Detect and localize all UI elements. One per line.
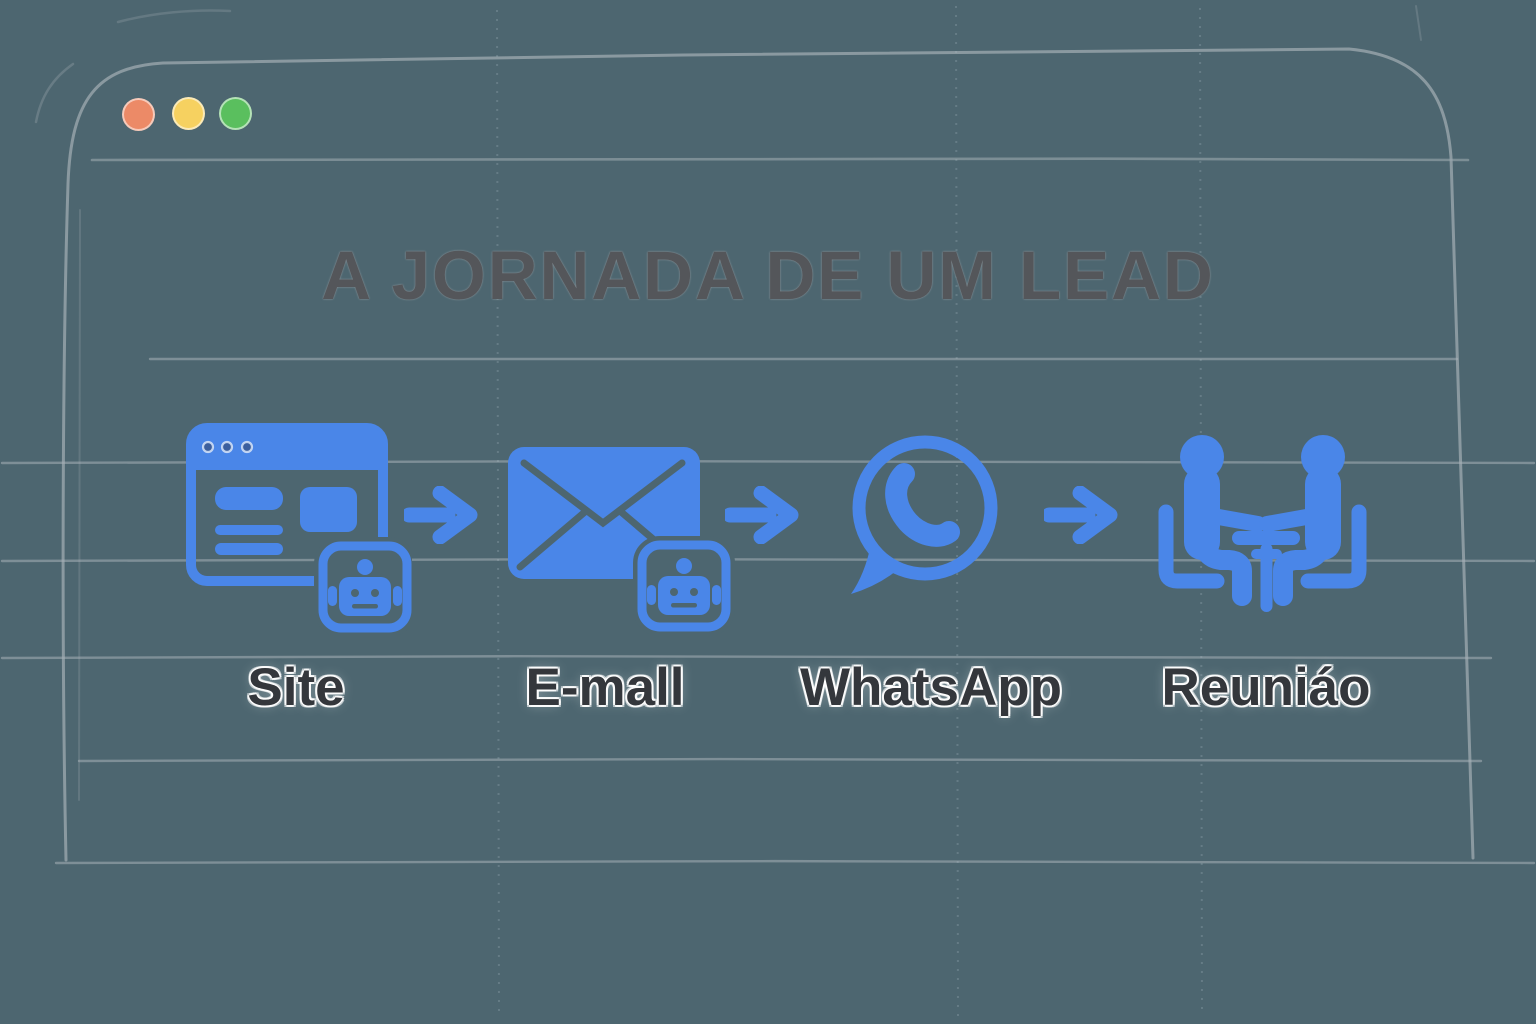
- journey-step-whatsapp: WhatsApp: [800, 426, 1062, 726]
- page-title: A JORNADA DE UM LEAD: [321, 237, 1215, 314]
- phone-handset-icon: [885, 463, 960, 547]
- step-label-site: Site: [247, 658, 345, 717]
- step-label-meeting: Reuniáo: [1161, 658, 1371, 717]
- chair-icon: [1300, 504, 1367, 589]
- email-envelope-with-bot-icon: [508, 447, 735, 636]
- browser-header-dots-icon: [201, 440, 254, 454]
- table-icon: [1232, 531, 1300, 612]
- journey-step-site: Site: [166, 423, 426, 723]
- titlebar-divider-line: [90, 156, 1470, 162]
- right-arrow-icon: [1044, 486, 1118, 544]
- journey-step-email: E-mall: [475, 445, 735, 745]
- journey-step-meeting: Reuniáo: [1136, 430, 1396, 730]
- website-browser-with-bot-icon: [186, 423, 412, 635]
- bot-badge-icon: [633, 536, 735, 636]
- step-label-email: E-mall: [525, 658, 685, 717]
- window-frame-outline: [61, 47, 1475, 862]
- right-arrow-icon: [725, 486, 799, 544]
- right-arrow-icon: [404, 486, 478, 544]
- step-label-whatsapp: WhatsApp: [799, 658, 1063, 717]
- bot-badge-icon: [314, 537, 412, 635]
- whatsapp-icon: [851, 435, 998, 594]
- traffic-light-close-icon: [122, 98, 155, 131]
- meeting-people-icon: [1158, 435, 1367, 612]
- vertical-guide-lines: [496, 5, 1203, 1017]
- chair-icon: [1158, 504, 1225, 589]
- traffic-light-minimize-icon: [172, 97, 205, 130]
- traffic-light-maximize-icon: [219, 97, 252, 130]
